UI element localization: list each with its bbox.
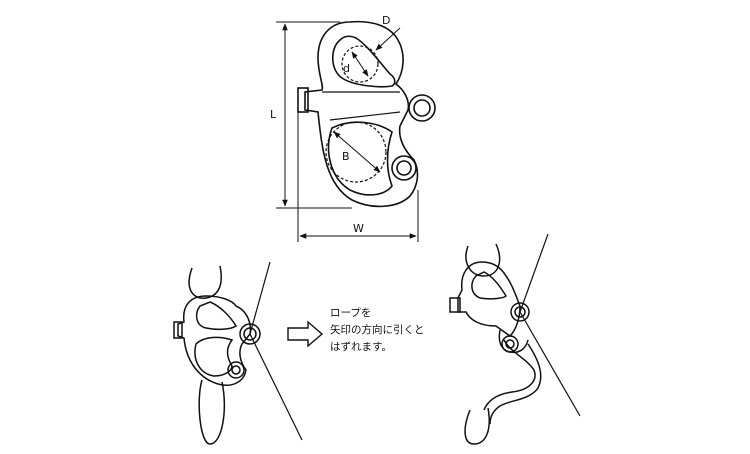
release-hole [391,155,417,181]
dimension-label-w: W [353,222,364,235]
upper-eye [331,35,396,88]
dimension-label-d-lower: d [343,62,350,75]
dimension-d-circle [341,45,379,83]
instruction-line-2: 矢印の方向に引くと [330,324,425,336]
latch-line [329,111,401,121]
instruction-line-3: はずれます。 [330,341,392,353]
direction-arrow-icon [287,320,324,348]
trip-ring-inner [413,99,431,117]
released-jaw [483,329,542,425]
usage-step-closed [173,261,303,445]
shackle-body-outline [304,20,419,208]
closed-shackle-body [177,295,252,386]
release-hole-inner [396,160,412,176]
dimension-lines [276,21,419,242]
trip-rope-left [249,261,271,335]
shackle-main-view [297,20,436,208]
swivel-pin [297,87,309,113]
lower-opening [327,121,393,196]
dimension-label-l: L [270,108,277,121]
released-shackle-body [457,261,521,337]
usage-step-released [449,233,581,445]
instruction-line-1: ロープを [330,307,372,319]
dimension-label-b: B [342,150,350,163]
dimension-b-circle [325,121,387,183]
release-instruction: ロープを 矢印の方向に引くと はずれます。 [330,305,425,356]
dimension-label-d-upper: D [382,14,390,27]
trip-rope-right [519,233,549,313]
trip-ring [408,94,436,122]
